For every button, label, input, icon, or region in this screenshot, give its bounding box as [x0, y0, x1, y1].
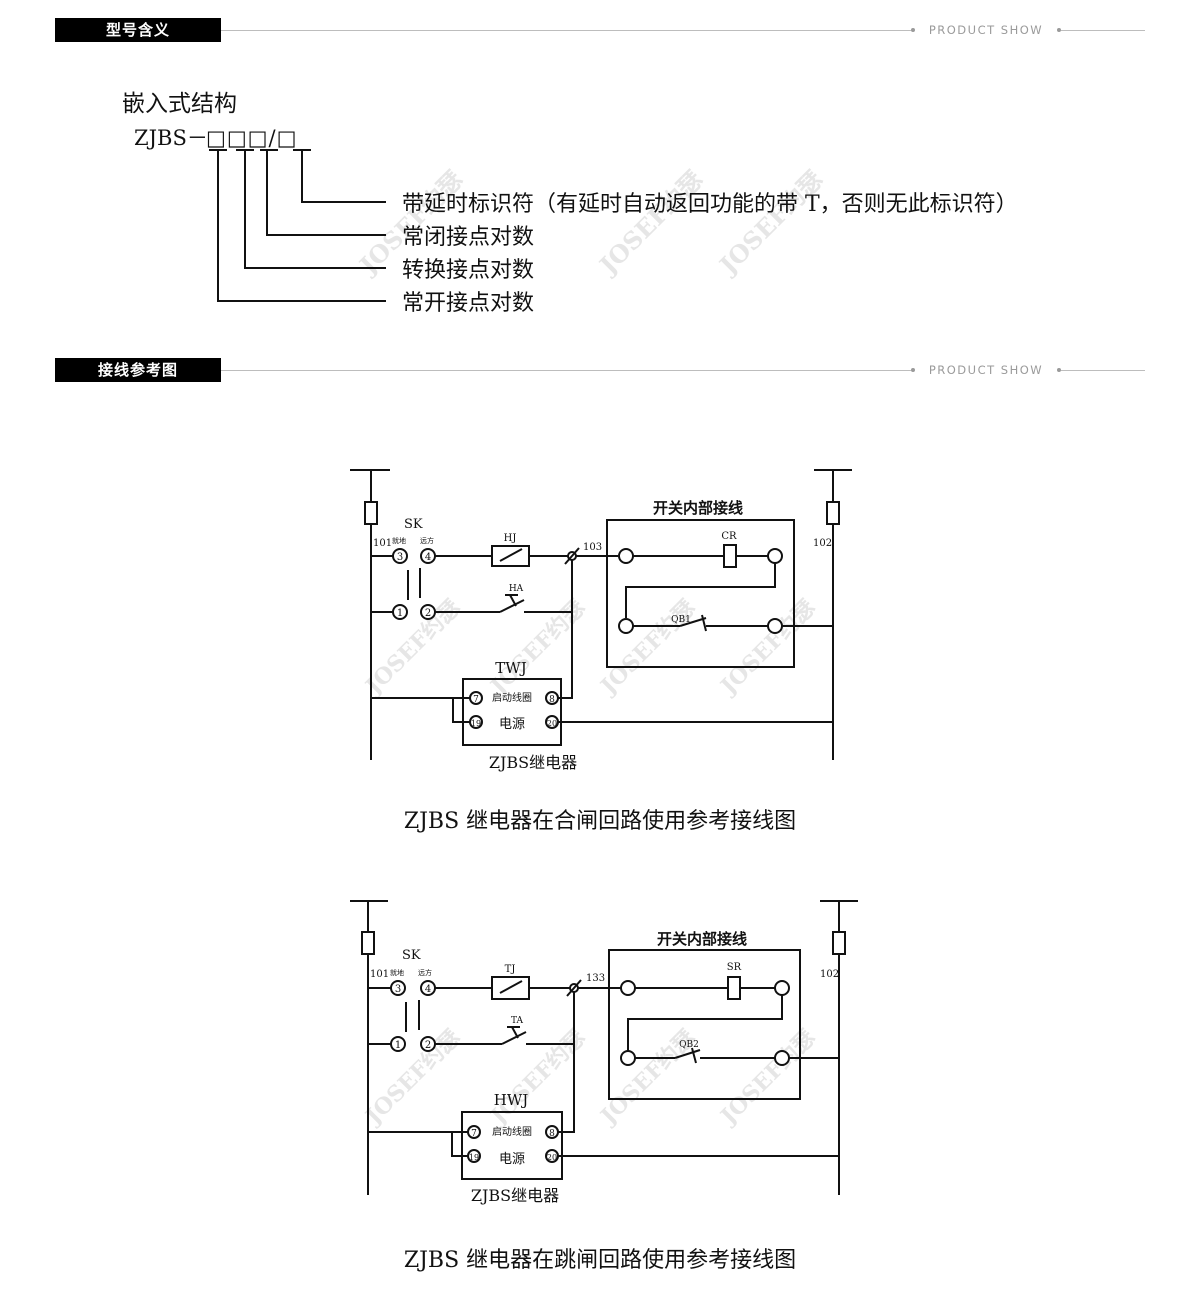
wire-101-label: 101: [370, 969, 389, 980]
wire-102-label: 102: [813, 538, 832, 549]
divider-dot: [911, 28, 915, 32]
pin-8-label: 8: [549, 695, 555, 705]
relay-box: [462, 678, 562, 746]
divider-line: [221, 370, 911, 371]
button-label: HA: [509, 584, 524, 594]
pin-20-label: 20: [547, 719, 557, 728]
watermark: JOSEF约瑟: [712, 165, 828, 281]
watermark: JOSEF约瑟: [359, 1025, 465, 1131]
terminal-1-label: 1: [397, 608, 403, 619]
divider-dot: [1057, 368, 1061, 372]
coil-label: CR: [721, 531, 737, 542]
device-label: ZJBS继电器: [471, 1186, 559, 1205]
model-item-no: 常开接点对数: [402, 291, 534, 316]
terminal-1: [390, 1036, 406, 1052]
structure-label: 嵌入式结构: [122, 91, 237, 117]
wiring-diagram-tripping: JOSEF约瑟 JOSEF约瑟 JOSEF约瑟 JOSEF约瑟: [350, 900, 858, 1205]
divider-line: [1061, 30, 1145, 31]
terminal-4-label: 4: [425, 984, 431, 995]
relay-name: HWJ: [494, 1091, 529, 1109]
relay-box: [461, 1111, 563, 1180]
remote-label: 远方: [420, 536, 434, 545]
relay-coil-label: 启动线圈: [492, 691, 532, 704]
button-ha: [499, 599, 525, 613]
section-tagline: PRODUCT SHOW: [928, 363, 1044, 377]
terminal-3: [392, 548, 408, 564]
wire-102-label: 102: [820, 969, 839, 980]
wire-node-label: 103: [583, 542, 602, 553]
relay-power-label: 电源: [499, 1152, 525, 1167]
breaker-internal-box: [606, 519, 795, 668]
pin-20-label: 20: [547, 1153, 557, 1162]
terminal-3-label: 3: [397, 552, 403, 563]
fuse-left: [361, 931, 375, 955]
terminal-3-label: 3: [395, 984, 401, 995]
pin-19-label: 19: [469, 1153, 479, 1162]
model-code-prefix: ZJBS－: [134, 126, 208, 150]
device-label: ZJBS继电器: [489, 753, 577, 772]
watermark: JOSEF约瑟: [592, 165, 708, 281]
diagram-caption: ZJBS 继电器在合闸回路使用参考接线图: [403, 809, 797, 834]
model-leader-lines: [209, 149, 386, 302]
coil-cr: [723, 544, 737, 568]
fuse-left: [364, 501, 378, 525]
section-title: 型号含义: [55, 18, 221, 42]
pin-7-label: 7: [471, 1129, 477, 1139]
switch-box-title: 开关内部接线: [657, 930, 747, 948]
coil-label: SR: [727, 962, 742, 973]
terminal-2-label: 2: [425, 608, 431, 619]
terminal-3: [390, 980, 406, 996]
model-item-delay: 带延时标识符（有延时自动返回功能的带 T，否则无此标识符）: [402, 192, 1018, 217]
switch-box-title: 开关内部接线: [653, 499, 743, 517]
divider-dot: [911, 368, 915, 372]
watermark: JOSEF约瑟: [484, 595, 590, 701]
model-meaning-diagram: JOSEF约瑟 JOSEF约瑟 JOSEF约瑟 嵌入式结构 ZJBS－ □□□/…: [122, 91, 1018, 316]
divider-line: [1061, 370, 1145, 371]
coil-sr: [727, 976, 741, 1000]
fuse-right: [826, 501, 840, 525]
wiring-diagram-closing: JOSEF约瑟 JOSEF约瑟 JOSEF约瑟 JOSEF约瑟: [350, 469, 852, 772]
terminal-1-label: 1: [395, 1040, 401, 1051]
watermark: JOSEF约瑟: [359, 595, 465, 701]
terminal-4-label: 4: [425, 552, 431, 563]
pin-7-label: 7: [473, 695, 479, 705]
local-label: 就地: [390, 968, 404, 977]
section-title: 接线参考图: [55, 358, 221, 382]
local-label: 就地: [392, 536, 406, 545]
breaker-internal-box: [608, 949, 801, 1100]
sk-label: SK: [402, 948, 421, 963]
relay-power-label: 电源: [499, 717, 525, 732]
relay-name: TWJ: [495, 659, 526, 677]
fuse-right: [832, 931, 846, 955]
divider-line: [221, 30, 911, 31]
contact-label: TJ: [505, 964, 516, 975]
terminal-1: [392, 604, 408, 620]
watermark: JOSEF约瑟: [714, 595, 820, 701]
watermark: JOSEF约瑟: [714, 1025, 820, 1131]
remote-label: 远方: [418, 968, 432, 977]
watermark: JOSEF约瑟: [594, 595, 700, 701]
wire-101-label: 101: [373, 538, 392, 549]
wire-node-label: 133: [586, 973, 605, 984]
model-item-changeover: 转换接点对数: [402, 258, 534, 283]
section-tagline: PRODUCT SHOW: [928, 23, 1044, 37]
diagram-caption: ZJBS 继电器在跳闸回路使用参考接线图: [403, 1248, 797, 1273]
pin-8-label: 8: [549, 1129, 555, 1139]
button-label: TA: [511, 1016, 524, 1026]
pin-19-label: 19: [471, 719, 481, 728]
button-ta: [501, 1031, 527, 1045]
model-item-nc: 常闭接点对数: [402, 225, 534, 250]
aux-contact-qb1: [679, 617, 707, 627]
sk-label: SK: [404, 517, 423, 532]
section-header-model-meaning: 型号含义 PRODUCT SHOW: [55, 18, 1145, 42]
terminal-2-label: 2: [425, 1040, 431, 1051]
aux-contact-label: QB1: [671, 615, 691, 625]
relay-coil-label: 启动线圈: [492, 1125, 532, 1138]
divider-dot: [1057, 28, 1061, 32]
model-code-boxes: □□□/□: [206, 126, 297, 150]
contact-label: HJ: [504, 533, 517, 544]
aux-contact-qb2: [674, 1049, 701, 1059]
section-header-wiring: 接线参考图 PRODUCT SHOW: [55, 358, 1145, 382]
aux-contact-label: QB2: [679, 1040, 699, 1050]
